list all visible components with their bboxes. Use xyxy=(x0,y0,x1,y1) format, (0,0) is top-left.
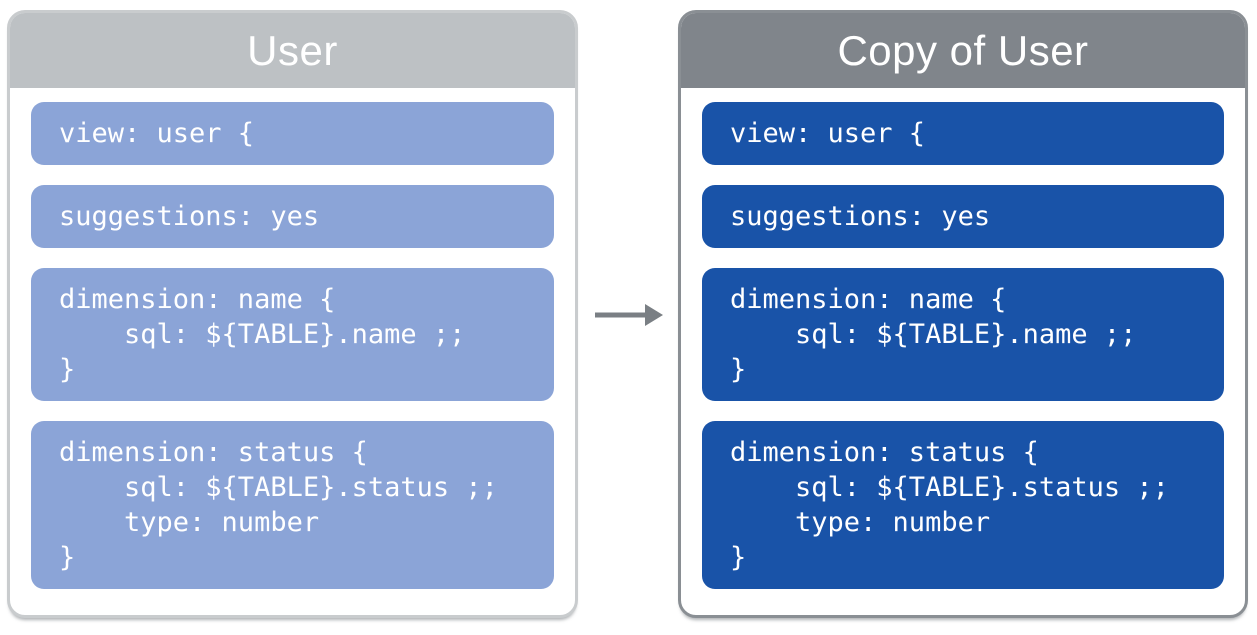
code-block-dimension-status: dimension: status { sql: ${TABLE}.status… xyxy=(31,421,554,589)
code-line: } xyxy=(59,542,76,573)
arrow-right-icon xyxy=(595,304,663,326)
code-line: dimension: name { xyxy=(59,284,336,315)
code-line: sql: ${TABLE}.name ;; xyxy=(59,319,466,350)
copy-of-user-panel: Copy of User view: user { suggestions: y… xyxy=(678,10,1248,618)
code-line: suggestions: yes xyxy=(59,201,320,232)
panel-title: Copy of User xyxy=(837,26,1089,74)
panel-title: User xyxy=(247,26,338,74)
code-line: view: user { xyxy=(730,118,926,149)
user-panel-body: view: user { suggestions: yes dimension:… xyxy=(10,88,575,615)
code-line: sql: ${TABLE}.status ;; xyxy=(59,472,498,503)
code-block-dimension-name: dimension: name { sql: ${TABLE}.name ;; … xyxy=(31,268,554,401)
code-line: sql: ${TABLE}.status ;; xyxy=(730,472,1169,503)
user-panel-header: User xyxy=(10,13,575,88)
copy-of-user-panel-body: view: user { suggestions: yes dimension:… xyxy=(681,88,1245,615)
code-line: view: user { xyxy=(59,118,255,149)
code-block-dimension-name: dimension: name { sql: ${TABLE}.name ;; … xyxy=(702,268,1224,401)
code-line: dimension: name { xyxy=(730,284,1007,315)
code-line: sql: ${TABLE}.name ;; xyxy=(730,319,1137,350)
code-line: dimension: status { xyxy=(59,437,368,468)
code-block-view: view: user { xyxy=(702,102,1224,165)
code-line: } xyxy=(59,354,76,385)
code-line: } xyxy=(730,542,747,573)
code-line: } xyxy=(730,354,747,385)
code-line: dimension: status { xyxy=(730,437,1039,468)
code-line: type: number xyxy=(730,507,991,538)
code-block-suggestions: suggestions: yes xyxy=(702,185,1224,248)
code-block-view: view: user { xyxy=(31,102,554,165)
copy-of-user-panel-header: Copy of User xyxy=(681,13,1245,88)
code-line: type: number xyxy=(59,507,320,538)
code-block-suggestions: suggestions: yes xyxy=(31,185,554,248)
code-block-dimension-status: dimension: status { sql: ${TABLE}.status… xyxy=(702,421,1224,589)
code-line: suggestions: yes xyxy=(730,201,991,232)
user-panel: User view: user { suggestions: yes dimen… xyxy=(7,10,578,618)
